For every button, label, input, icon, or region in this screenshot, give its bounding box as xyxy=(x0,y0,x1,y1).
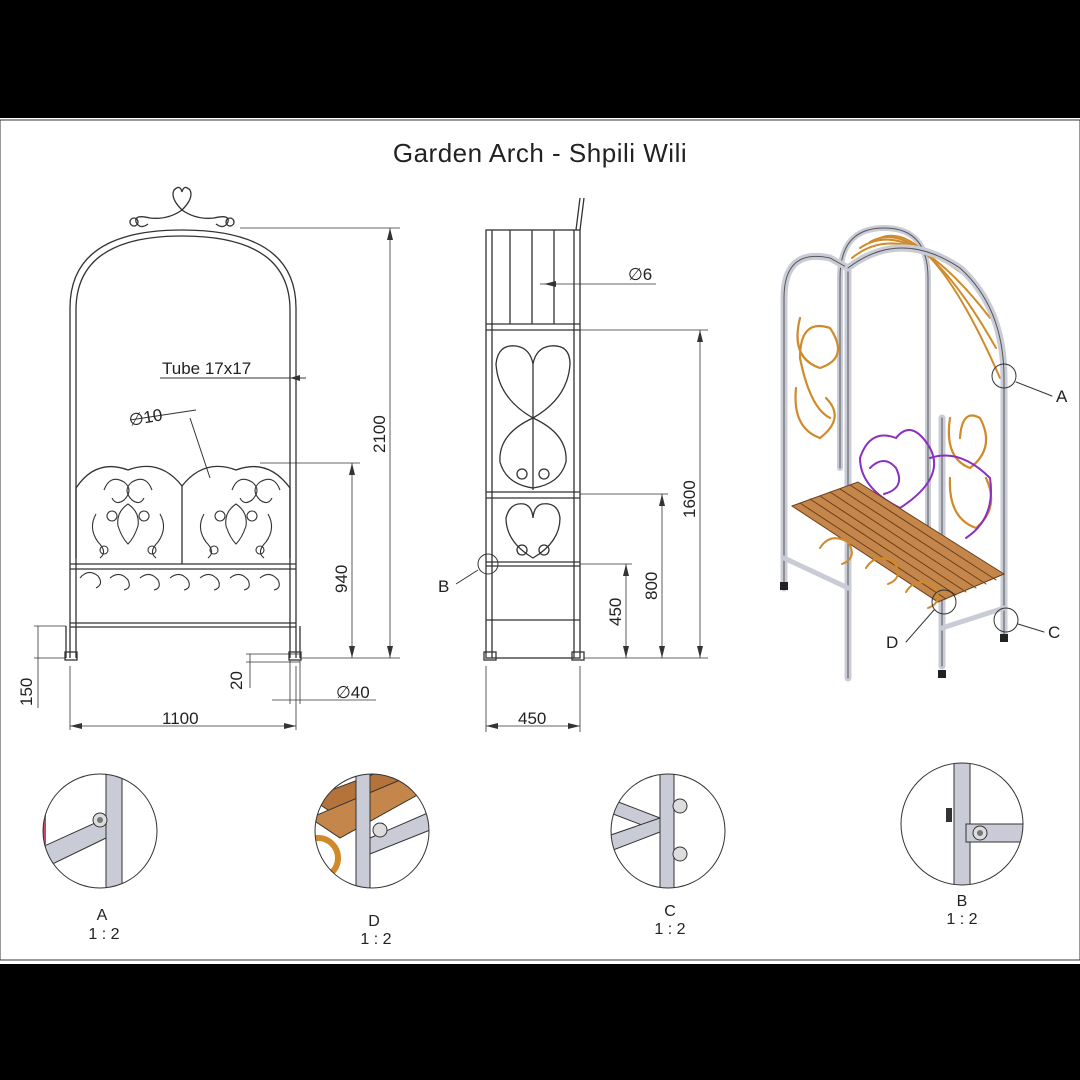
detail-view-b xyxy=(900,762,1024,886)
callout-d-label: D xyxy=(886,633,898,652)
side-view xyxy=(455,197,708,732)
callout-b-label: B xyxy=(438,577,449,596)
detail-a-scale: 1 : 2 xyxy=(88,926,119,943)
detail-b-scale: 1 : 2 xyxy=(946,911,977,928)
drawing-title: Garden Arch - Shpili Wili xyxy=(392,138,688,168)
drawing-frame: Tube 17x17 ∅10 2100 940 150 20 ∅40 1100 xyxy=(0,119,1080,961)
detail-view-c xyxy=(610,773,726,889)
callout-a-label: A xyxy=(1056,387,1068,406)
dim-940: 940 xyxy=(332,565,351,593)
dim-depth-450: 450 xyxy=(518,709,546,728)
rod-diameter-label: ∅6 xyxy=(628,265,652,284)
front-view xyxy=(34,186,400,730)
iso-view xyxy=(780,224,1053,682)
detail-a-name: A xyxy=(97,907,108,924)
detail-c-name: C xyxy=(664,903,676,920)
detail-c-scale: 1 : 2 xyxy=(654,921,685,938)
detail-b-name: B xyxy=(957,893,968,910)
detail-view-d xyxy=(314,773,430,889)
dim-height-2100: 2100 xyxy=(370,415,389,453)
dim-20: 20 xyxy=(227,671,246,690)
dim-width-1100: 1100 xyxy=(162,709,199,728)
detail-d-scale: 1 : 2 xyxy=(360,931,391,948)
detail-d-name: D xyxy=(368,913,380,930)
dim-800: 800 xyxy=(642,572,661,600)
dim-150: 150 xyxy=(17,678,36,706)
tube-size-label: Tube 17x17 xyxy=(162,359,251,378)
callout-c-label: C xyxy=(1048,623,1060,642)
dim-450-height: 450 xyxy=(606,598,625,626)
dim-diameter-40: ∅40 xyxy=(336,683,370,702)
drawing-sheet: Tube 17x17 ∅10 2100 940 150 20 ∅40 1100 xyxy=(0,118,1080,964)
detail-view-a xyxy=(42,773,158,889)
tube-diameter-label: ∅10 xyxy=(127,405,164,430)
dim-1600: 1600 xyxy=(680,480,699,518)
